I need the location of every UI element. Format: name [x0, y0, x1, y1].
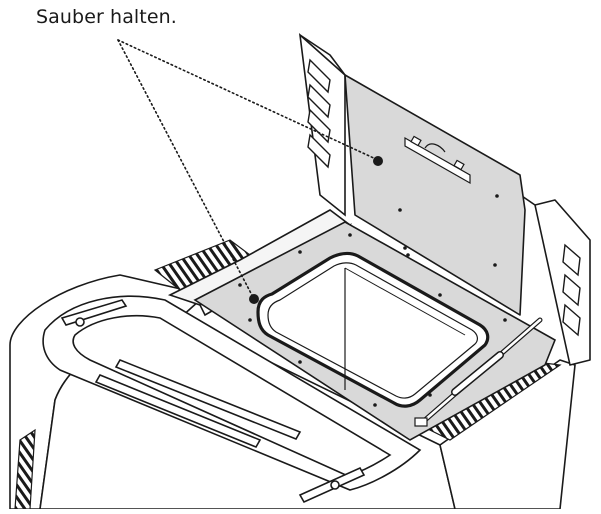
callout-label: Sauber halten. — [36, 6, 177, 28]
hopper-opening — [256, 251, 490, 408]
open-lid — [298, 32, 591, 427]
callout-dot-lid — [373, 156, 383, 166]
callout-markers — [249, 156, 383, 304]
front-handle — [42, 295, 422, 504]
callout-leaders — [117, 39, 379, 300]
left-grille — [14, 239, 252, 510]
callout-dot-plate — [249, 294, 259, 304]
